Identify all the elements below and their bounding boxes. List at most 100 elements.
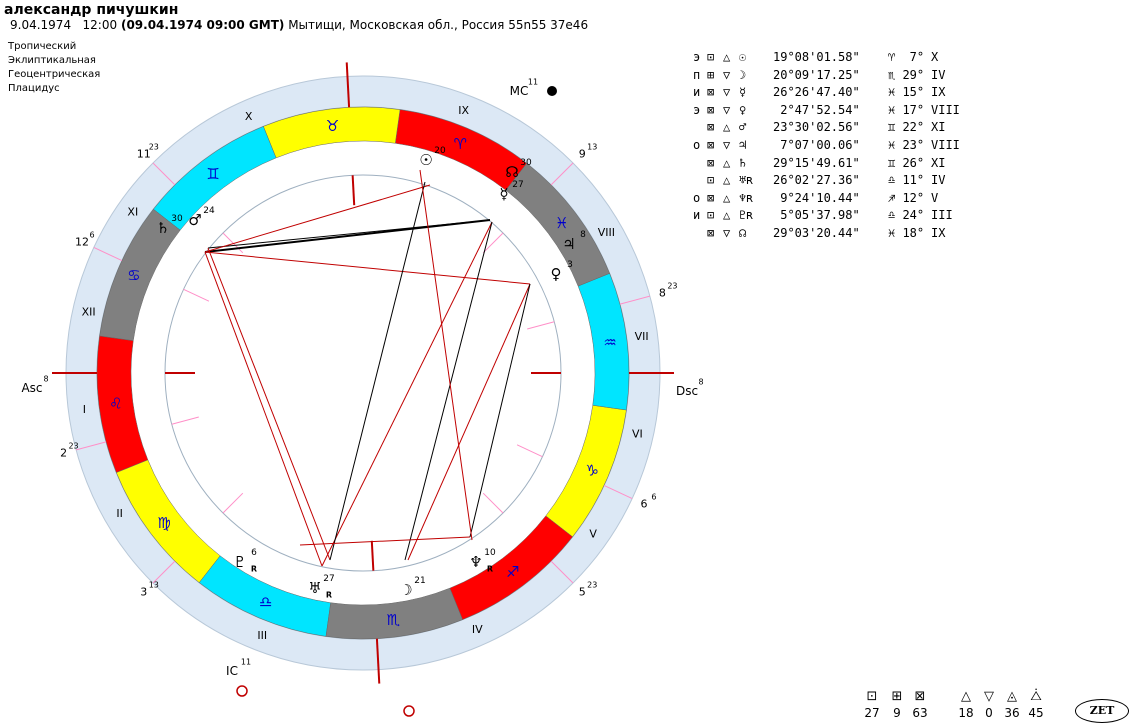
cusp-degree-11: 23 [149,142,159,151]
planet-sun-icon: ☉ [419,151,432,169]
planet-mercury-degree: 27 [512,180,523,190]
house-cusp-inner-mark [482,232,504,254]
chart-date-line: 9.04.1974 12:00 (09.04.1974 09:00 GMT) М… [10,18,588,32]
house-cusp-inner-mark [183,288,210,302]
cusp-number-11: 11 [137,147,151,160]
planet-row-sym: ☽ [739,67,747,82]
zodiac-glyph-leo: ♌ [109,394,122,412]
house-system: Плацидус [8,83,60,94]
aspect-line [204,219,491,253]
planet-row-pos: ♎ 24° [888,208,925,223]
house-label-IX: IX [458,104,469,117]
planet-row-pos: ♓ 23° [888,137,925,152]
aspect-stat-count: 18 [958,706,974,720]
planet-row-asp2: ▽ [723,102,731,117]
planet-row-sym: ☿ [739,85,747,100]
house-cusp-inner-mark [171,416,199,425]
asc-label: Asc [21,381,42,395]
planet-sun-degree: 20 [434,146,446,156]
aspect-line [204,251,531,285]
aspect-line [207,247,331,561]
aspect-line [204,184,431,253]
cusp-number-9: 9 [579,147,586,160]
aspect-line [204,251,323,567]
planet-moon-degree: 21 [414,576,425,586]
aspect-stat-icon: ⧊ [1030,689,1042,704]
planet-row-asp1: ⊡ [707,173,715,188]
planet-node-icon: ☊ [505,163,518,181]
planet-row-asp2: △ [723,190,731,205]
bottom-circle-marker [403,705,415,717]
cusp-degree-3: 13 [149,581,159,590]
planet-row-asp1: ⊞ [707,67,715,82]
house-label-VIII: VIII [598,226,615,239]
aspect-line [419,169,473,541]
planet-row-sym: ♄ [739,155,747,170]
aspect-stat: ⊡ 27 [860,690,884,722]
planet-row-sym: ♀ [739,102,747,117]
planet-row-asp1: ⊠ [707,225,715,240]
house-label-VII: VII [635,330,649,343]
zodiac-type: Тропический [8,41,77,52]
planet-row-asp1: ⊡ [707,50,715,64]
house-cusp-line [152,162,176,186]
aspect-stat: ⊠63 [908,690,932,722]
house-cusp-line [550,560,574,584]
aspect-stat-count: 9 [893,706,901,720]
aspect-line [329,181,426,561]
zodiac-glyph-taurus: ♉ [326,117,339,135]
aspect-stat-count: 45 [1028,706,1044,720]
planet-venus-icon: ♀ [551,265,562,283]
zet-logo[interactable]: ZET [1075,699,1129,723]
aspect-stat-icon: ⊡ [866,689,878,704]
planet-row-house: X [931,50,939,64]
planet-row-asp2: ▽ [723,137,731,152]
planet-node-degree: 30 [520,158,532,168]
house-label-II: II [116,507,123,520]
mc-inner-mark [351,175,356,206]
planet-row-pos: ♈ 7° [888,50,925,64]
aspect-line [299,536,471,546]
center-type: Геоцентрическая [8,69,101,80]
zodiac-glyph-sagittarius: ♐ [506,563,519,581]
gmt-stamp: (09.04.1974 09:00 GMT) [120,18,285,32]
planet-row-flag: и [693,208,701,223]
aspect-stat-icon: ◬ [1007,689,1017,704]
planet-row-sym: ♇ʀ [739,208,754,223]
cusp-number-2: 2 [60,447,67,460]
planet-row-pos: ♊ 22° [888,120,925,135]
aspect-stat: ▽0 [977,690,1001,722]
planet-row-asp2: △ [723,173,731,188]
aspect-stat-icon: △ [961,689,971,704]
planet-row-pos: ♓ 18° [888,225,925,240]
planet-row-asp2: △ [723,50,731,64]
planet-row-house: IX [931,225,946,240]
birth-place: Мытищи, Московская обл., Россия 55n55 37… [288,18,589,32]
planet-row-asp1: ⊠ [707,155,715,170]
zodiac-glyph-aquarius: ♒ [603,334,616,352]
planet-row-sym: ♅ʀ [739,173,754,188]
ic-inner-mark [370,540,375,571]
aspect-line [207,219,491,249]
planet-row-asp1: ⊠ [707,102,715,117]
house-label-IV: IV [472,623,483,636]
house-cusp-inner-mark [482,492,504,514]
planet-row-asp1: ⊠ [707,85,715,100]
cusp-number-6: 6 [640,498,647,511]
cusp-degree-6: 6 [651,493,656,502]
cusp-number-5: 5 [579,586,586,599]
planet-row-asp2: △ [723,155,731,170]
planet-row-house: IV [931,173,946,188]
planet-row-house: XI [931,120,946,135]
planet-row-house: III [931,208,953,223]
planet-row-house: IX [931,85,946,100]
planet-row-sym: ♂ [739,120,747,135]
aspect-stat-count: 27 [864,706,880,720]
ic-axis-line [375,638,381,684]
planet-uranus-retro: R [326,591,332,600]
planet-pluto-icon: ♇ [233,553,246,571]
cusp-degree-8: 23 [667,281,677,290]
planet-row-asp2: △ [723,120,731,135]
planet-saturn-degree: 30 [171,214,183,224]
planet-row-asp2: ▽ [723,67,731,82]
